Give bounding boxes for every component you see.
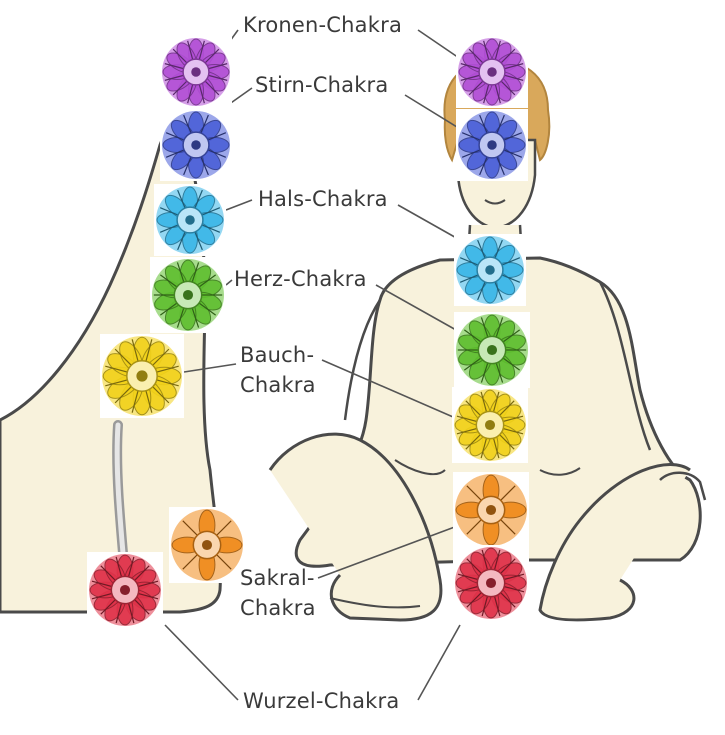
- mandala-core: [487, 140, 497, 150]
- leader-line-hals-left: [225, 199, 253, 211]
- leader-line-bauch-left: [183, 363, 237, 373]
- leader-line-wurzel-left: [164, 624, 239, 701]
- mandala-core: [119, 584, 131, 596]
- blue-mandala-icon: [154, 184, 226, 256]
- label-sakral-line-2: Chakra: [240, 596, 316, 620]
- label-kronen-chakra: Kronen-Chakra: [243, 13, 403, 37]
- indigo-mandala-icon: [456, 109, 528, 181]
- indigo-mandala-icon: [160, 109, 232, 181]
- mandala-core: [487, 67, 497, 77]
- yellow-mandala-icon: [100, 334, 184, 418]
- leader-line-krone-right: [417, 29, 463, 61]
- leader-line-sakral-right: [317, 524, 461, 579]
- label-sakral-line-1: Sakral-: [240, 566, 315, 590]
- mandala-core: [486, 344, 498, 356]
- red-mandala-icon: [87, 552, 163, 628]
- leader-line-hals-right: [397, 204, 461, 241]
- label-hals-chakra: Hals-Chakra: [258, 187, 388, 211]
- leader-line-bauch-right: [321, 359, 461, 421]
- mandala-core: [191, 140, 201, 150]
- orange-mandala-icon: [169, 507, 245, 583]
- leader-line-herz-right: [375, 284, 466, 336]
- orange-mandala-icon: [453, 472, 529, 548]
- label-herz-chakra: Herz-Chakra: [234, 267, 367, 291]
- green-mandala-icon: [454, 312, 530, 388]
- label-bauch-line-2: Chakra: [240, 373, 316, 397]
- mandala-core: [484, 419, 496, 431]
- violet-mandala-icon: [456, 36, 528, 108]
- mandala-core: [136, 370, 148, 382]
- violet-mandala-icon: [160, 36, 232, 108]
- yellow-mandala-icon: [452, 387, 528, 463]
- blue-mandala-icon: [454, 234, 526, 306]
- mandala-core: [201, 539, 213, 551]
- mandala-core: [185, 215, 195, 225]
- leader-line-herz-left: [225, 279, 233, 286]
- mandala-core: [182, 289, 194, 301]
- mandala-core: [191, 67, 201, 77]
- mandala-core: [485, 504, 497, 516]
- leader-line-wurzel-right: [417, 624, 461, 701]
- label-wurzel-chakra: Wurzel-Chakra: [243, 689, 400, 713]
- green-mandala-icon: [150, 257, 226, 333]
- mandala-core: [485, 577, 497, 589]
- mandala-core: [485, 265, 495, 275]
- label-sakral-chakra: Sakral- Chakra: [240, 563, 316, 623]
- red-mandala-icon: [453, 545, 529, 621]
- label-bauch-chakra: Bauch- Chakra: [240, 340, 316, 400]
- label-stirn-chakra: Stirn-Chakra: [255, 73, 389, 97]
- chakra-mandalas: [87, 36, 530, 628]
- label-bauch-line-1: Bauch-: [240, 343, 315, 367]
